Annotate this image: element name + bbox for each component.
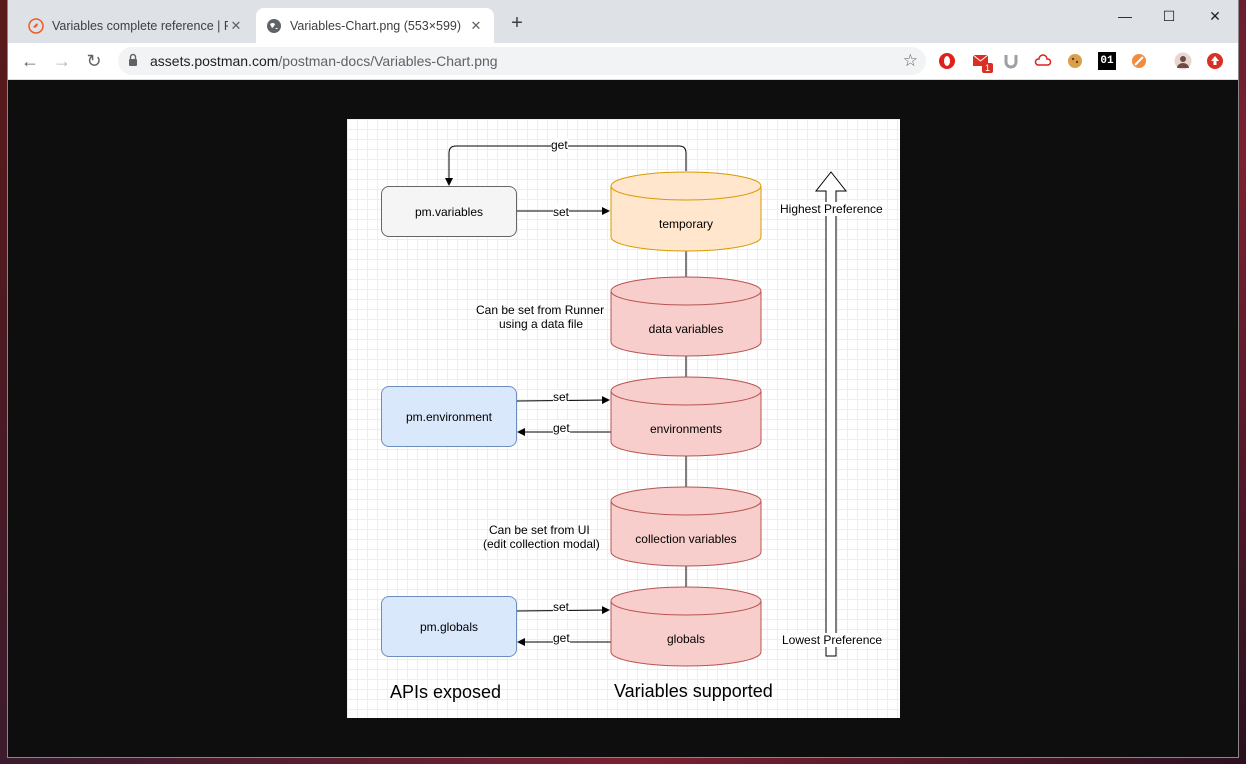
runner-note-line2: using a data file <box>499 317 584 331</box>
title-bar: Variables complete reference | Po ✕ Vari… <box>8 0 1238 43</box>
opera-ext-icon[interactable] <box>938 52 956 70</box>
back-arrow-icon[interactable]: ← <box>21 51 39 71</box>
preference-arrow <box>814 171 848 657</box>
address-bar[interactable]: assets.postman.com/postman-docs/Variable… <box>118 47 926 75</box>
pm-environment-box: pm.environment <box>381 386 517 447</box>
collection-variables-store <box>610 486 762 567</box>
browser-toolbar: ← → ↻ assets.postman.com/postman-docs/Va… <box>8 43 1238 80</box>
minimize-button[interactable]: — <box>1118 8 1132 24</box>
browser-window: Variables complete reference | Po ✕ Vari… <box>8 0 1238 757</box>
variables-chart-image: pm.variables pm.environment pm.globals t… <box>347 119 900 718</box>
globals-store <box>610 586 762 667</box>
apis-exposed-title: APIs exposed <box>390 682 502 702</box>
set-label: set <box>553 205 570 219</box>
tab-close-icon[interactable]: ✕ <box>470 17 482 33</box>
update-arrow-icon[interactable] <box>1206 52 1224 70</box>
environments-store <box>610 376 762 457</box>
tab-close-icon[interactable]: ✕ <box>230 17 242 33</box>
tab-variables-chart[interactable]: Variables-Chart.png (553×599) ✕ <box>256 8 494 43</box>
rocket-ext-icon[interactable] <box>1130 52 1148 70</box>
reload-icon[interactable]: ↻ <box>86 51 102 71</box>
set-label: set <box>553 390 570 404</box>
environments-label: environments <box>649 422 723 436</box>
data-variables-label: data variables <box>648 322 724 336</box>
temporary-store <box>610 171 762 252</box>
tab-title: Variables-Chart.png (553×599) <box>290 18 462 33</box>
cookie-ext-icon[interactable] <box>1066 52 1084 70</box>
new-tab-button[interactable]: + <box>511 12 523 34</box>
lock-icon <box>129 53 137 66</box>
binary-ext-icon[interactable]: 01 <box>1098 52 1116 70</box>
postman-favicon-icon <box>28 17 44 34</box>
set-label: set <box>553 600 570 614</box>
bookmark-star-icon[interactable]: ☆ <box>902 51 918 70</box>
url-path: /postman-docs/Variables-Chart.png <box>278 53 498 69</box>
get-label: get <box>551 138 568 152</box>
pm-globals-box: pm.globals <box>381 596 517 657</box>
get-label: get <box>553 631 570 645</box>
magnet-ext-icon[interactable] <box>1002 52 1020 70</box>
cloud-ext-icon[interactable] <box>1034 52 1052 70</box>
ui-note-line1: Can be set from UI <box>489 523 590 537</box>
globals-label: globals <box>666 632 706 646</box>
temporary-label: temporary <box>658 217 714 231</box>
pm-variables-box: pm.variables <box>381 186 517 237</box>
get-label: get <box>553 421 570 435</box>
url-host: assets.postman.com <box>150 53 279 69</box>
diagram-lines <box>445 145 848 667</box>
mail-badge: 1 <box>982 63 994 73</box>
highest-preference-label: Highest Preference <box>780 202 883 216</box>
close-window-button[interactable]: ✕ <box>1209 8 1221 24</box>
tab-title: Variables complete reference | Po <box>52 18 228 33</box>
variables-supported-title: Variables supported <box>614 681 773 701</box>
tab-variables-reference[interactable]: Variables complete reference | Po ✕ <box>18 8 254 43</box>
collection-variables-label: collection variables <box>635 532 737 546</box>
lowest-preference-label: Lowest Preference <box>782 633 883 647</box>
image-viewer: pm.variables pm.environment pm.globals t… <box>8 80 1238 757</box>
mail-ext-icon[interactable] <box>972 52 990 70</box>
url-text: assets.postman.com/postman-docs/Variable… <box>150 53 498 69</box>
data-variables-store <box>610 276 762 357</box>
runner-note-line1: Can be set from Runner <box>476 303 605 317</box>
avatar[interactable] <box>1174 52 1192 70</box>
forward-arrow-icon[interactable]: → <box>53 51 71 71</box>
ui-note-line2: (edit collection modal) <box>483 537 600 551</box>
globe-icon <box>267 18 281 33</box>
maximize-button[interactable]: ☐ <box>1162 8 1176 24</box>
